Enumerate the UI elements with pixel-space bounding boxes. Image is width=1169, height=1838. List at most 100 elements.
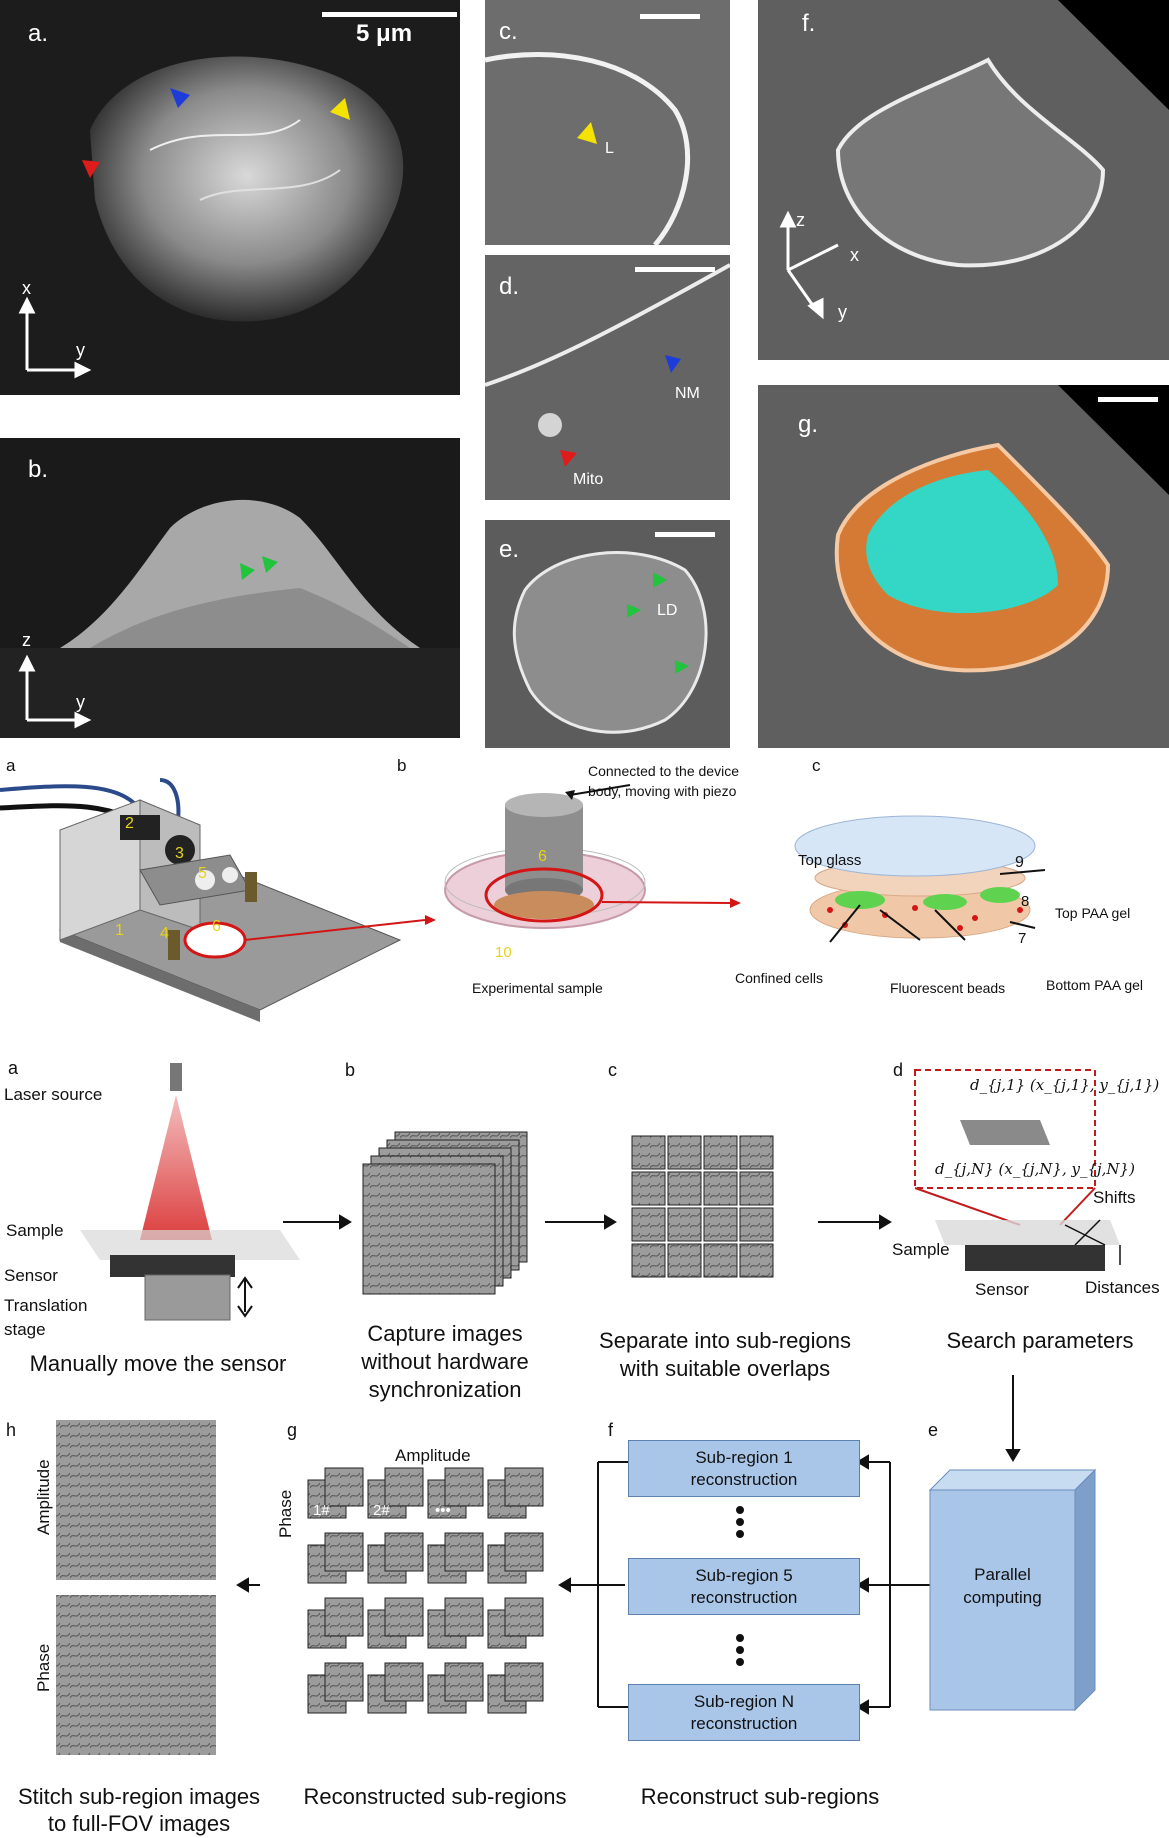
green-arrow [262, 556, 278, 573]
sub-region-1-sub: reconstruction [690, 1470, 798, 1489]
sensor-label: Sensor [4, 1266, 58, 1285]
caption-a: Manually move the sensor [29, 1351, 287, 1376]
cell-zy-view [0, 499, 460, 738]
pipeline-label-c: c [608, 1060, 617, 1080]
panel-e-label: e. [499, 536, 520, 563]
scale-bar [655, 532, 715, 537]
stitched-phase-image [56, 1595, 216, 1755]
flow-arrow [236, 1214, 1021, 1593]
reconstructed-tile-grid [307, 1467, 544, 1714]
device-num-6: 6 [212, 918, 221, 935]
blue-arrow [170, 88, 190, 108]
green-arrow [675, 660, 689, 674]
sensor-label: Sensor [975, 1280, 1029, 1299]
annotation-L: L [605, 140, 614, 157]
dish-num: 10 [495, 944, 512, 961]
device-num-4: 4 [160, 925, 169, 942]
device-num-3: 3 [175, 845, 184, 862]
panel-d-image: d. NM Mito [485, 255, 730, 500]
axis-x-label: x [850, 245, 859, 265]
green-arrow [653, 572, 667, 588]
axis-y-label: y [76, 340, 85, 360]
pipeline-label-h: h [6, 1420, 17, 1440]
piezo-note-line1: Connected to the device [588, 763, 739, 779]
caption-c-line1: Separate into sub-regions [599, 1328, 851, 1353]
sub-region-N-title: Sub-region N [693, 1692, 795, 1711]
stage-label-line2: stage [4, 1320, 46, 1339]
panel-c-label: c. [499, 18, 518, 45]
sub-region-1-box: Sub-region 1 reconstruction [628, 1440, 860, 1497]
yellow-arrow [330, 98, 350, 120]
cell-xy-view [18, 56, 404, 379]
scale-bar [322, 12, 457, 17]
stitched-amplitude-image [56, 1420, 216, 1580]
top-glass-label: Top glass [798, 852, 862, 869]
sub-region-1-title: Sub-region 1 [695, 1448, 793, 1467]
shift-arrows-icon [1064, 1219, 1121, 1265]
panel-e-image: e. LD [485, 520, 730, 748]
tile-2-label: 2# [373, 1502, 390, 1519]
top-gel-label: Top PAA gel [1055, 905, 1131, 921]
piezo-note-line2: body, moving with piezo [588, 783, 737, 799]
fluorescent-beads-label: Fluorescent beads [890, 980, 1006, 996]
device-num-1: 1 [115, 922, 124, 939]
annotation-LD: LD [657, 602, 678, 619]
caption-b-line2: without hardware [361, 1349, 529, 1374]
distances-label: Distances [1085, 1278, 1160, 1297]
phase-axis-label: Phase [276, 1489, 295, 1538]
confined-cells [827, 887, 1023, 931]
panel-a-label: a. [28, 20, 49, 47]
panel-c-image: c. L [485, 0, 730, 245]
num-8: 8 [1021, 893, 1030, 910]
objective-num: 6 [538, 848, 547, 865]
scale-bar [640, 14, 700, 19]
amplitude-axis-label: Amplitude [395, 1446, 471, 1465]
pipeline-label-g: g [287, 1420, 298, 1440]
caption-h-line1: Stitch sub-region images [17, 1784, 261, 1809]
up-down-arrow-icon [237, 1276, 253, 1318]
pipeline-label-a: a [8, 1058, 19, 1078]
axis-z-label: z [22, 630, 31, 650]
red-arrow [82, 160, 100, 178]
annotation-Mito: Mito [573, 471, 604, 488]
sub-region-5-title: Sub-region 5 [695, 1566, 793, 1585]
amplitude-label: Amplitude [34, 1459, 53, 1535]
sample-label: Sample [892, 1240, 950, 1259]
middle-label-c: c [812, 756, 821, 775]
membrane-detail [485, 51, 691, 245]
blue-arrow [665, 355, 681, 373]
red-arrow [560, 450, 577, 467]
panel-f-image: f. z x y [758, 0, 1169, 360]
device-schematic [0, 778, 1046, 1022]
axis-y-label: y [838, 302, 847, 322]
pipeline-label-b: b [345, 1060, 356, 1080]
axis-y-label: y [76, 692, 85, 712]
experimental-sample-label: Experimental sample [472, 980, 603, 996]
3d-segmentation-render [758, 385, 1169, 748]
annotation-NM: NM [675, 385, 700, 402]
3d-membrane-render [758, 0, 1169, 360]
pipeline-label-d: d [893, 1060, 904, 1080]
panel-d-label: d. [499, 273, 520, 300]
parallel-computing-box [928, 1469, 1097, 1491]
stage-label-line1: Translation [4, 1296, 88, 1315]
tile-more-label: ••• [435, 1502, 451, 1519]
yellow-arrow [577, 122, 597, 144]
phase-label: Phase [34, 1643, 53, 1692]
panel-b-image: b. z y [0, 438, 460, 738]
green-arrow [240, 563, 255, 580]
pipeline-diagram [56, 1063, 1121, 1755]
num-9: 9 [1015, 854, 1024, 871]
scale-bar [1098, 397, 1158, 402]
sub-region-5-box: Sub-region 5 reconstruction [628, 1558, 860, 1615]
tile-1-label: 1# [313, 1502, 330, 1519]
parallel-computing-line2: computing [963, 1588, 1042, 1607]
caption-b-line1: Capture images [367, 1321, 523, 1346]
axis-3d-icon [779, 210, 839, 320]
image-stack [362, 1131, 528, 1295]
caption-b-line3: synchronization [368, 1377, 522, 1402]
axis-xy-icon [18, 296, 92, 379]
axis-x-label: x [22, 278, 31, 298]
parallel-computing-line1: Parallel [974, 1565, 1031, 1584]
lipid-droplet-detail [512, 551, 708, 734]
